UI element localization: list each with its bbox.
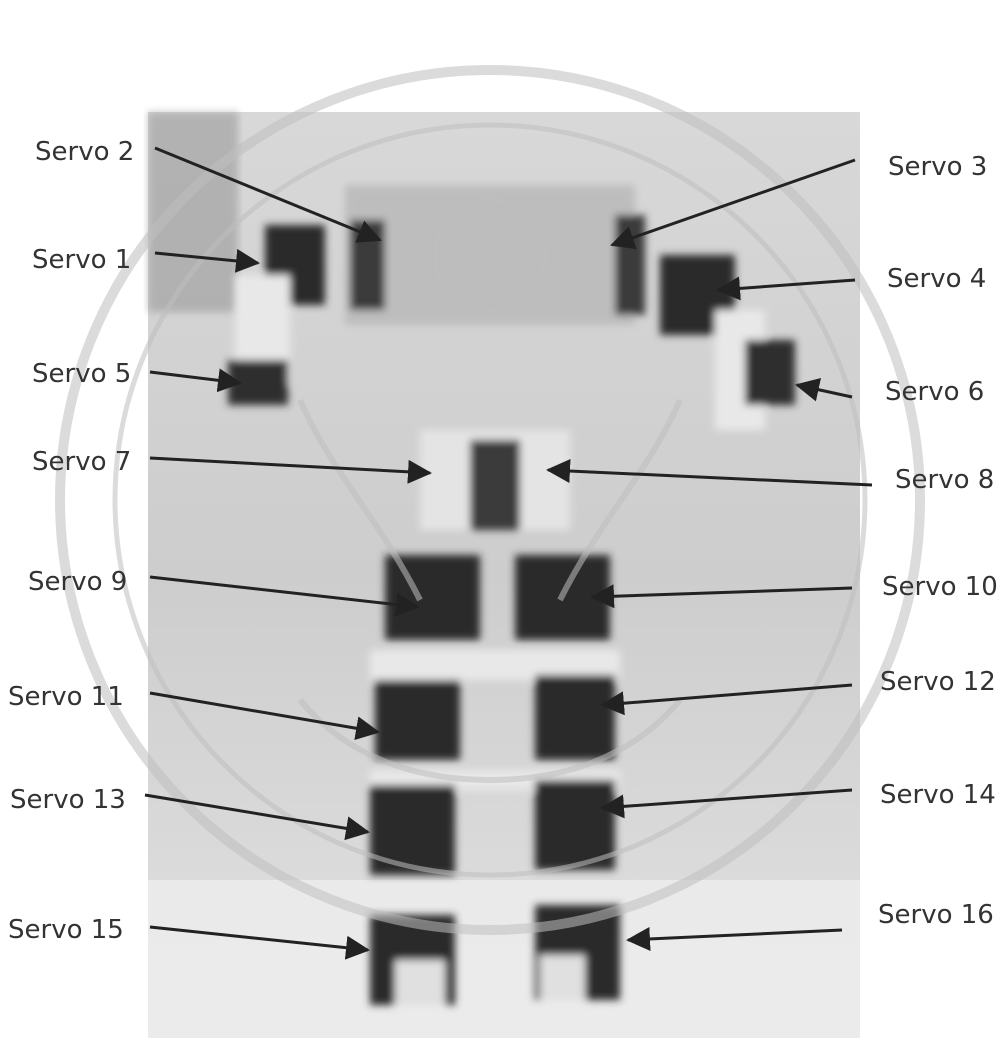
label-servo-10: Servo 10 [882,572,998,602]
label-servo-8: Servo 8 [895,465,994,495]
label-servo-5: Servo 5 [32,359,131,389]
label-servo-6: Servo 6 [885,377,984,407]
label-servo-1: Servo 1 [32,245,131,275]
label-servo-11: Servo 11 [8,682,124,712]
label-servo-12: Servo 12 [880,667,996,697]
label-servo-4: Servo 4 [887,264,986,294]
robot-photo [148,112,860,1038]
label-servo-15: Servo 15 [8,915,124,945]
label-servo-14: Servo 14 [880,780,996,810]
label-servo-2: Servo 2 [35,137,134,167]
label-servo-3: Servo 3 [888,152,987,182]
label-servo-7: Servo 7 [32,447,131,477]
label-servo-16: Servo 16 [878,900,994,930]
label-servo-13: Servo 13 [10,785,126,815]
label-servo-9: Servo 9 [28,567,127,597]
